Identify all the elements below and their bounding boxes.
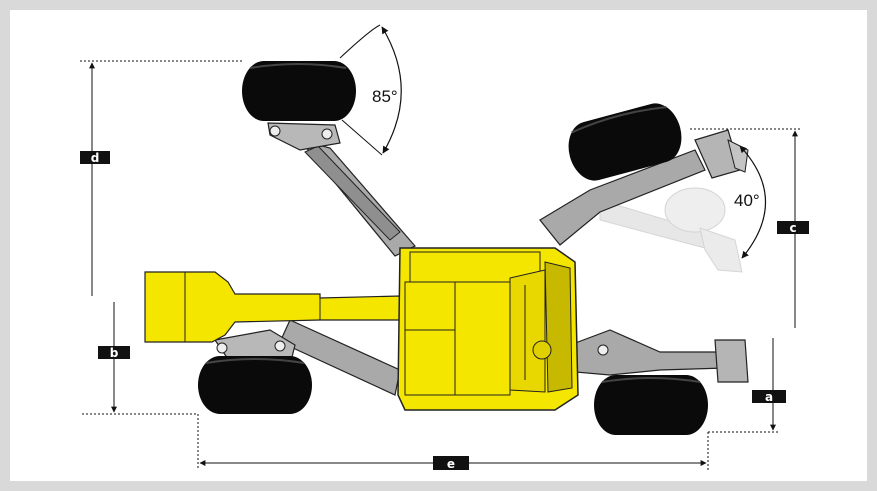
front-left-arm — [267, 122, 416, 257]
rear-right-arm-ghost — [599, 187, 743, 273]
dimension-d-label: d — [91, 151, 100, 165]
dimension-b-label: b — [110, 346, 119, 360]
rear-wheel-angle-label: 40° — [734, 191, 760, 210]
dimension-e: e — [197, 414, 709, 471]
front-wheel-angle-label: 85° — [372, 87, 398, 106]
dimension-a: a — [708, 338, 786, 433]
dimension-b: b — [82, 302, 198, 415]
dimension-a-label: a — [765, 390, 773, 404]
dimension-d: d — [80, 60, 242, 296]
tire-rear-right-top — [568, 103, 682, 181]
front-wheel-angle-indicator: 85° — [339, 24, 402, 156]
tire-front-left-top — [242, 61, 356, 121]
rear-right-lower-arm — [569, 329, 749, 383]
chassis — [397, 247, 579, 411]
diagram-frame: 85° 40° d b c a e — [10, 10, 867, 481]
dimension-e-label: e — [447, 457, 455, 471]
rear-wheel-angle-indicator: 40° — [734, 145, 767, 259]
dimension-c-label: c — [789, 221, 796, 235]
tire-front-left-bottom — [198, 356, 312, 414]
spider-lift-top-view: 85° 40° d b c a e — [80, 24, 809, 471]
tire-rear-right-bottom — [594, 375, 708, 435]
dimension-c: c — [690, 128, 809, 328]
